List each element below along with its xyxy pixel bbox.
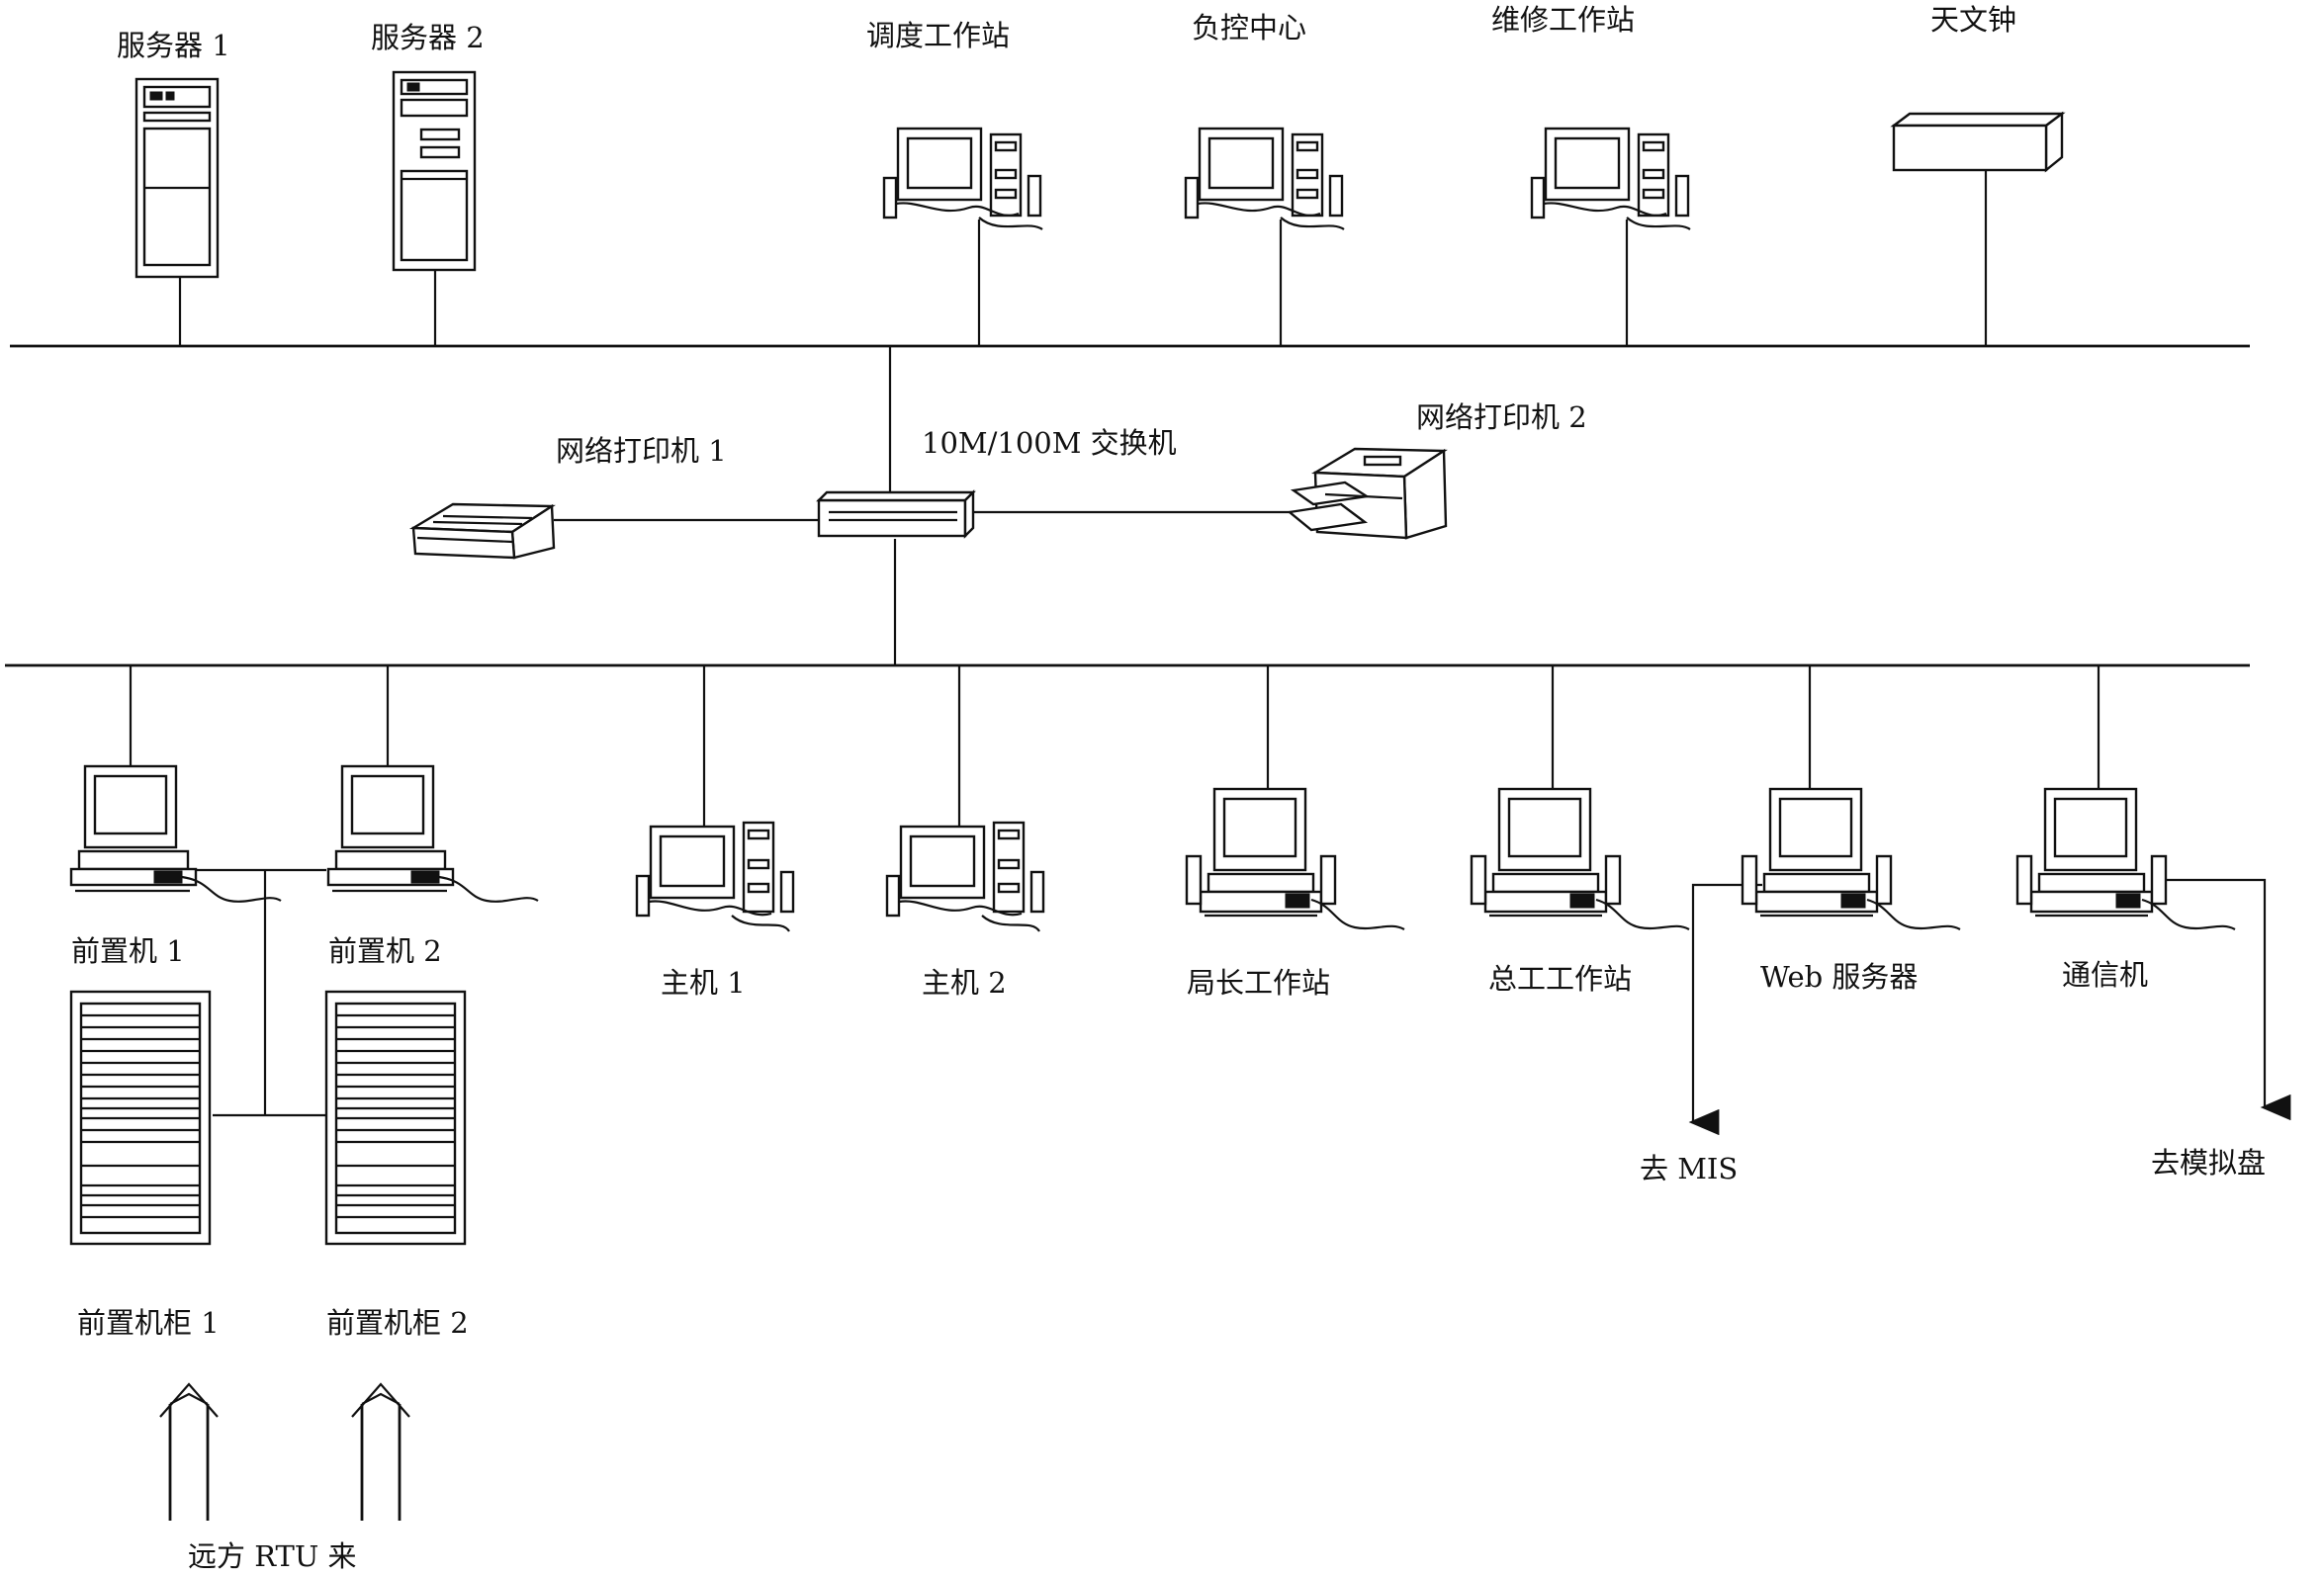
switch-label: 10M/100M 交换机 [922,426,1177,460]
fep-cabinet2-icon [324,990,467,1246]
chief-eng-ws-icon [1470,787,1690,930]
printer2-icon [1287,447,1448,540]
server1-label: 服务器 1 [117,29,230,62]
astro-clock-icon [1890,111,2066,173]
maintenance-ws-label: 维修工作站 [1491,3,1636,37]
switch-icon [816,489,976,539]
to-mis-arrow [1688,883,1762,1136]
fep-cabinet1-label: 前置机柜 1 [77,1306,220,1340]
fep2-icon [326,764,539,903]
to-sim-panel-arrow [2154,878,2291,1121]
load-control-icon [1184,127,1345,230]
server1-icon [134,77,220,279]
chief-eng-ws-label: 总工工作站 [1488,962,1633,996]
rtu-input-arrow-2 [351,1382,410,1521]
load-control-label: 负控中心 [1192,11,1307,44]
fep-cabinet1-icon [69,990,212,1246]
fep-cabinet2-label: 前置机柜 2 [326,1306,469,1340]
fep1-label: 前置机 1 [71,934,185,968]
server2-label: 服务器 2 [371,21,485,54]
net-printer1-label: 网络打印机 1 [556,434,727,468]
host2-label: 主机 2 [922,966,1007,1000]
comm-label: 通信机 [2062,958,2149,992]
comm-icon [2015,787,2236,930]
rtu-input-arrow-1 [159,1382,219,1521]
director-ws-label: 局长工作站 [1187,966,1331,1000]
printer1-icon [408,502,556,560]
host2-icon [885,821,1045,932]
host1-icon [635,821,795,932]
net-printer2-label: 网络打印机 2 [1416,400,1587,434]
dispatch-ws-label: 调度工作站 [866,19,1011,52]
fep2-label: 前置机 2 [328,934,442,968]
director-ws-icon [1185,787,1405,930]
dispatch-ws-icon [882,127,1043,230]
to-sim-panel-label: 去模拟盘 [2151,1146,2267,1180]
fep1-icon [69,764,282,903]
web-server-icon [1741,787,1961,930]
to-mis-label: 去 MIS [1640,1152,1739,1185]
web-server-label: Web 服务器 [1760,960,1919,994]
astro-clock-label: 天文钟 [1930,3,2017,37]
host1-label: 主机 1 [661,966,746,1000]
server2-icon [392,70,477,272]
maintenance-ws-icon [1530,127,1691,230]
from-rtu-label: 远方 RTU 来 [188,1539,357,1573]
